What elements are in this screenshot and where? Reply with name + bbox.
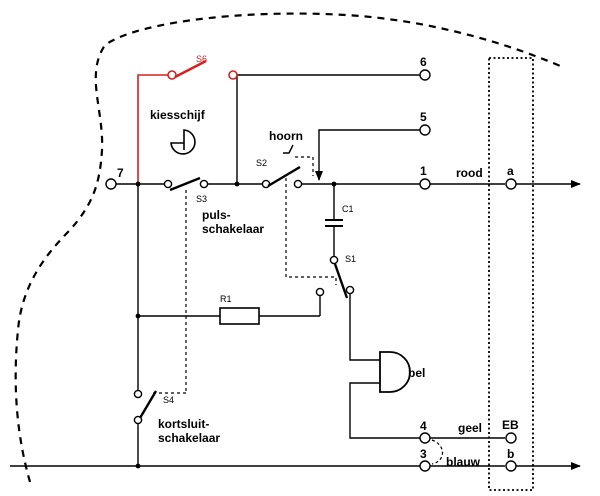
terminal-3 xyxy=(419,460,431,472)
s3-contact-right xyxy=(199,179,209,189)
s1-label: S1 xyxy=(345,254,356,264)
terminal-4-label: 4 xyxy=(420,419,427,433)
terminal-eb xyxy=(505,432,517,444)
bridge-4-3 xyxy=(431,439,444,465)
kiesschijf-label: kiesschijf xyxy=(150,108,206,122)
c1-label: C1 xyxy=(342,204,354,214)
s4-contact-bottom xyxy=(133,415,143,425)
dashed-link-s2-s1 xyxy=(285,178,337,285)
s1-contact-r1 xyxy=(315,287,325,297)
s6-contact-left xyxy=(167,70,177,80)
kortsluit-label-1: kortsluit- xyxy=(158,417,209,431)
terminal-7 xyxy=(105,178,117,190)
wire-to-5 xyxy=(315,129,420,181)
hoorn-icon xyxy=(283,144,294,154)
terminal-1 xyxy=(419,178,431,190)
s1-switch-blade xyxy=(333,263,349,299)
dial-icon xyxy=(170,129,196,155)
terminal-b xyxy=(505,460,517,472)
terminal-3-label: 3 xyxy=(420,447,427,461)
puls-label-1: puls- xyxy=(202,208,231,222)
s1-contact-bottom xyxy=(345,285,355,295)
s3-switch-blade xyxy=(169,176,201,192)
s4-contact-top xyxy=(133,389,143,399)
s4-label: S4 xyxy=(163,395,174,405)
s3-contact-left xyxy=(163,179,173,189)
hoorn-label: hoorn xyxy=(269,129,303,143)
junction xyxy=(234,181,240,187)
bell-icon xyxy=(379,351,411,393)
telephone-outline xyxy=(14,12,566,483)
puls-label-2: schakelaar xyxy=(202,222,264,236)
bel-label: bel xyxy=(408,366,425,380)
terminal-eb-label: EB xyxy=(502,418,519,432)
terminal-b-label: b xyxy=(507,447,514,461)
terminal-a-label: a xyxy=(507,164,514,178)
s4-switch-blade xyxy=(138,390,158,419)
r1-label: R1 xyxy=(220,294,232,304)
s6-contact-right xyxy=(228,70,238,80)
terminal-5-label: 5 xyxy=(420,110,427,124)
terminal-4 xyxy=(419,432,431,444)
s1-contact-top xyxy=(329,255,339,265)
s2-switch-blade xyxy=(267,165,301,188)
s2-label: S2 xyxy=(256,158,267,168)
s2-contact-right xyxy=(293,179,303,189)
s6-label: S6 xyxy=(196,54,207,64)
terminal-6-label: 6 xyxy=(420,55,427,69)
wire-bell-to-4 xyxy=(349,382,420,439)
terminal-1-label: 1 xyxy=(420,164,427,178)
s6-branch xyxy=(137,74,168,184)
kortsluit-label-2: schakelaar xyxy=(158,431,220,445)
geel-label: geel xyxy=(458,421,482,435)
terminal-5 xyxy=(419,124,431,136)
junction xyxy=(135,463,141,469)
rood-label: rood xyxy=(456,166,483,180)
blauw-label: blauw xyxy=(446,455,481,469)
terminal-7-label: 7 xyxy=(117,166,124,180)
s3-label: S3 xyxy=(196,194,207,204)
wire-s1-to-bell xyxy=(349,294,380,361)
r1-resistor xyxy=(219,307,260,325)
terminal-a xyxy=(505,178,517,190)
terminal-6 xyxy=(419,69,431,81)
dashed-link-s2 xyxy=(295,156,314,176)
s6-switch-blade xyxy=(174,59,207,79)
